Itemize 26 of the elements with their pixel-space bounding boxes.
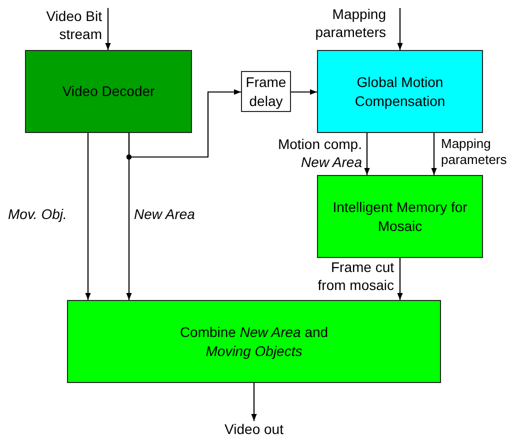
node-label: Combine New Area and Moving Objects [178, 322, 330, 360]
arrow [85, 133, 91, 300]
node-label: Frame delay [244, 72, 288, 110]
arrow [251, 383, 257, 421]
process-box [67, 300, 441, 383]
node-label: Video Decoder [61, 82, 156, 101]
arrow [105, 8, 111, 50]
arrow [126, 133, 132, 300]
arrow [291, 89, 317, 95]
arrow [431, 133, 437, 175]
process-box [317, 50, 483, 133]
process-box [317, 175, 483, 258]
edge-label: Video out [224, 421, 284, 438]
arrow [397, 258, 403, 300]
arrow [397, 8, 403, 50]
arrow [364, 133, 370, 175]
edge-label: Motion comp. New Area [276, 136, 362, 171]
edge-label: Video Bit stream [45, 8, 102, 43]
edge-label: Mapping parameters [314, 6, 386, 41]
edge-label: Frame cut from mosaic [316, 259, 394, 294]
node-label: Intelligent Memory for Mosaic [332, 198, 468, 236]
edge-label: New Area [134, 206, 196, 224]
node-label: Global Motion Compensation [354, 72, 446, 110]
edge-label: Mov. Obj. [8, 206, 68, 224]
process-box [25, 50, 192, 133]
edge-label: Mapping parameters [441, 136, 508, 168]
